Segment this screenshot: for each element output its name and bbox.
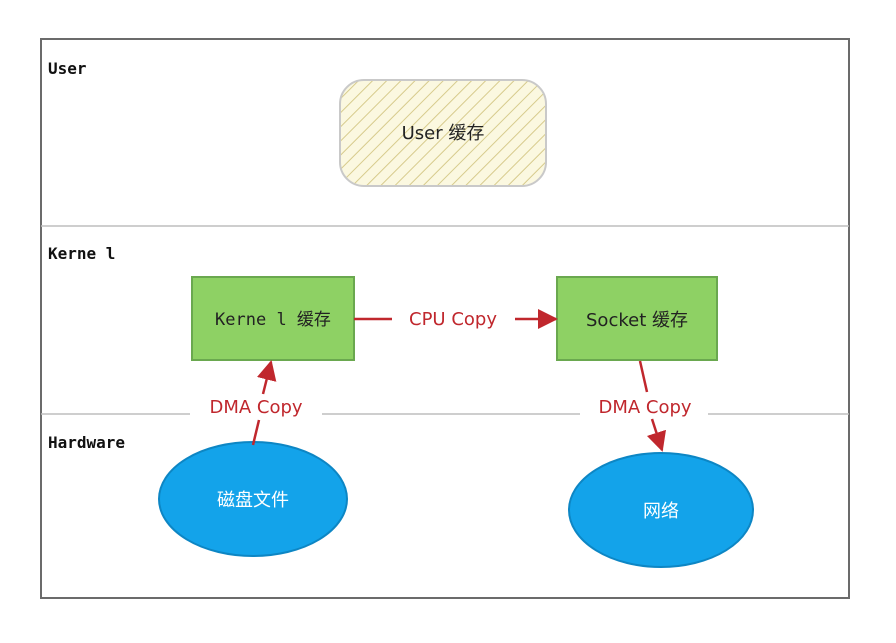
user-buffer-label: User 缓存 xyxy=(402,123,485,144)
dma-copy-left-lower xyxy=(251,419,261,446)
dma-copy-right-label: DMA Copy xyxy=(598,397,691,418)
layer-label-kernel: Kerne l xyxy=(48,244,115,263)
kernel-buffer-box xyxy=(191,276,355,361)
network-node xyxy=(568,452,754,568)
dma-copy-right-upper xyxy=(638,360,649,393)
socket-buffer-box xyxy=(556,276,718,361)
layer-label-hardware: Hardware xyxy=(48,433,125,452)
kernel-buffer-label: Kerne l 缓存 xyxy=(215,310,331,330)
socket-buffer-label: Socket 缓存 xyxy=(586,310,688,331)
user-buffer-box xyxy=(339,79,547,187)
disk-file-label: 磁盘文件 xyxy=(217,490,289,511)
network-label: 网络 xyxy=(643,501,679,522)
dma-copy-left-label: DMA Copy xyxy=(209,397,302,418)
cpu-copy-label: CPU Copy xyxy=(409,309,497,330)
dma-copy-right-arrow xyxy=(646,418,666,452)
layer-label-user: User xyxy=(48,59,87,78)
dma-copy-left-arrow xyxy=(256,360,277,395)
